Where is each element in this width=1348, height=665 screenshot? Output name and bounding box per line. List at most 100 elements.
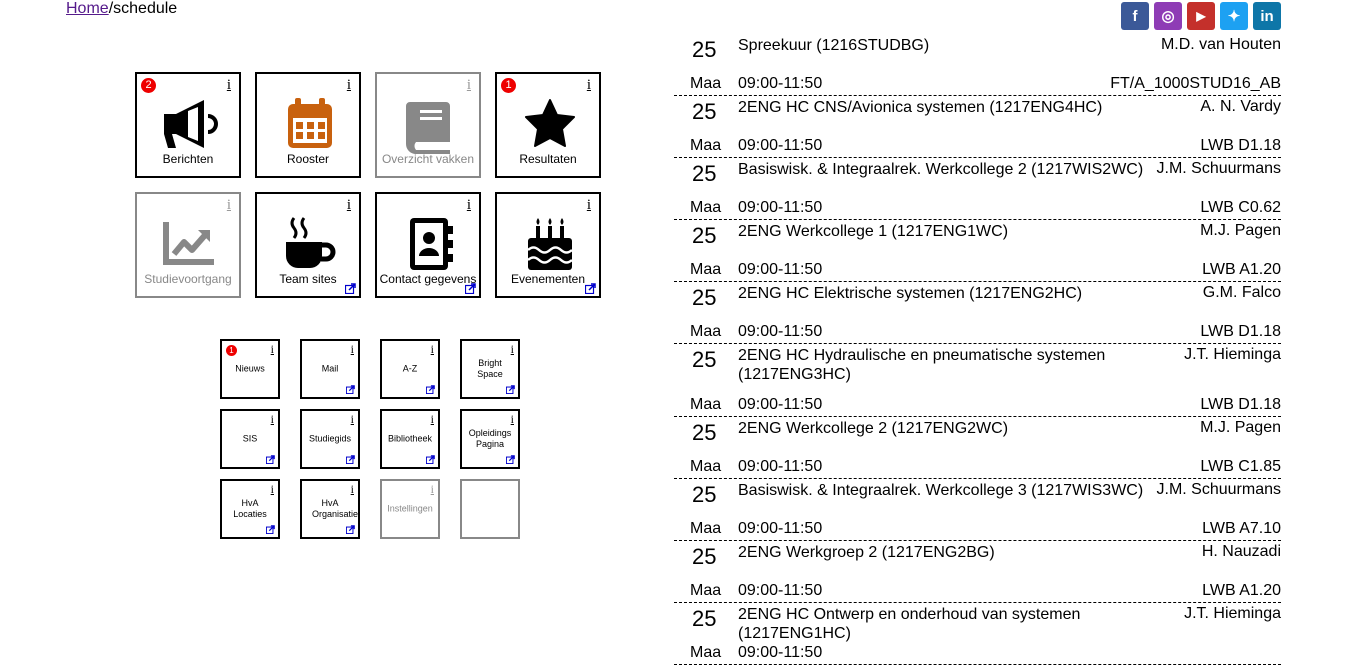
schedule-time: 09:00-11:50 — [738, 261, 823, 278]
tile-label: Resultaten — [519, 152, 577, 166]
instagram-icon[interactable]: ◎ — [1154, 2, 1182, 30]
schedule-item[interactable]: 25 Maa 2ENG Werkcollege 2 (1217ENG2WC) M… — [674, 417, 1281, 479]
info-link[interactable]: i — [350, 482, 354, 496]
schedule-teacher: G.M. Falco — [1202, 284, 1281, 301]
schedule-month: Maa — [690, 458, 722, 475]
tile-label: Rooster — [286, 152, 330, 166]
schedule-teacher: A. N. Vardy — [1200, 98, 1281, 115]
info-link[interactable]: i — [510, 412, 514, 426]
tile-label: Studievoortgang — [144, 272, 232, 286]
info-link[interactable]: i — [466, 77, 471, 93]
info-link[interactable]: i — [430, 412, 434, 426]
tile-studievoortgang[interactable]: i Studievoortgang — [135, 192, 241, 298]
tile-rooster[interactable]: i Rooster — [255, 72, 361, 178]
tile-label: Nieuws — [235, 363, 265, 374]
tile-evenementen[interactable]: i Evenementen — [495, 192, 601, 298]
schedule-day: 25 — [692, 347, 717, 372]
info-link[interactable]: i — [270, 342, 274, 356]
tile-hva-organisatie[interactable]: i HvA Organisatie — [300, 479, 360, 539]
schedule-title: 2ENG HC CNS/Avionica systemen (1217ENG4H… — [738, 99, 1103, 116]
external-link-icon — [346, 525, 355, 534]
tile-label: Bright Space — [477, 358, 503, 379]
twitter-icon[interactable]: ✦ — [1220, 2, 1248, 30]
tile-label: Studiegids — [308, 433, 352, 444]
external-link-icon — [585, 283, 596, 294]
schedule-time: 09:00-11:50 — [738, 199, 823, 216]
info-link[interactable]: i — [270, 482, 274, 496]
tile-opleidings-pagina[interactable]: i Opleidings Pagina — [460, 409, 520, 469]
info-link[interactable]: i — [350, 342, 354, 356]
info-link[interactable]: i — [466, 197, 471, 213]
schedule-teacher: M.J. Pagen — [1200, 222, 1281, 239]
schedule-item[interactable]: 25 Maa Basiswisk. & Integraalrek. Werkco… — [674, 158, 1281, 220]
schedule-location: LWB C1.85 — [1200, 458, 1281, 475]
megaphone-icon — [164, 100, 218, 148]
tile-nieuws[interactable]: 1 i Nieuws — [220, 339, 280, 399]
notification-badge: 2 — [141, 78, 156, 93]
schedule-day: 25 — [692, 285, 717, 310]
schedule-time: 09:00-11:50 — [738, 137, 823, 154]
schedule-day: 25 — [692, 606, 717, 631]
info-link[interactable]: i — [510, 342, 514, 356]
schedule-time: 09:00-11:50 — [738, 75, 823, 92]
contact-book-icon — [410, 218, 453, 270]
facebook-icon[interactable]: f — [1121, 2, 1149, 30]
linkedin-icon[interactable]: in — [1253, 2, 1281, 30]
schedule-title: 2ENG HC Hydraulische en pneumatische sys… — [738, 347, 1106, 383]
breadcrumb-home-link[interactable]: Home — [66, 0, 109, 17]
tile-contact-gegevens[interactable]: i Contact gegevens — [375, 192, 481, 298]
schedule-item[interactable]: 25 Maa Basiswisk. & Integraalrek. Werkco… — [674, 479, 1281, 541]
tile-instellingen[interactable]: i Instellingen — [380, 479, 440, 539]
schedule-item[interactable]: 25 Maa 2ENG HC Ontwerp en onderhoud van … — [674, 603, 1281, 665]
schedule-day: 25 — [692, 161, 717, 186]
schedule-time: 09:00-11:50 — [738, 396, 823, 413]
schedule-item[interactable]: 25 Maa 2ENG Werkcollege 1 (1217ENG1WC) M… — [674, 220, 1281, 282]
tile-studiegids[interactable]: i Studiegids — [300, 409, 360, 469]
info-link[interactable]: i — [430, 482, 434, 496]
info-link[interactable]: i — [350, 412, 354, 426]
tile-a-z[interactable]: i A-Z — [380, 339, 440, 399]
schedule-item[interactable]: 25 Maa 2ENG Werkgroep 2 (1217ENG2BG) H. … — [674, 541, 1281, 603]
schedule-month: Maa — [690, 199, 722, 216]
schedule-item[interactable]: 25 Maa 2ENG HC Hydraulische en pneumatis… — [674, 344, 1281, 417]
schedule-day: 25 — [692, 482, 717, 507]
tile-label: Overzicht vakken — [381, 152, 475, 166]
schedule-title: 2ENG HC Ontwerp en onderhoud van systeme… — [738, 606, 1081, 642]
tile-overzicht-vakken[interactable]: i Overzicht vakken — [375, 72, 481, 178]
schedule-item[interactable]: 25 Maa 2ENG HC Elektrische systemen (121… — [674, 282, 1281, 344]
schedule-day: 25 — [692, 37, 717, 62]
info-link[interactable]: i — [346, 197, 351, 213]
schedule-location: LWB A7.10 — [1202, 520, 1281, 537]
schedule-item[interactable]: 25 Maa 2ENG HC CNS/Avionica systemen (12… — [674, 96, 1281, 158]
info-link[interactable]: i — [586, 197, 591, 213]
schedule-time: 09:00-11:50 — [738, 644, 823, 661]
tile-label: Bibliotheek — [387, 433, 433, 444]
info-link[interactable]: i — [586, 77, 591, 93]
tile-hva-locaties[interactable]: i HvA Locaties — [220, 479, 280, 539]
schedule-item[interactable]: 25 Maa Spreekuur (1216STUDBG) M.D. van H… — [674, 34, 1281, 96]
schedule-time: 09:00-11:50 — [738, 458, 823, 475]
schedule-month: Maa — [690, 137, 722, 154]
tile-berichten[interactable]: 2 i Berichten — [135, 72, 241, 178]
tile-bibliotheek[interactable]: i Bibliotheek — [380, 409, 440, 469]
notification-badge: 1 — [501, 78, 516, 93]
info-link[interactable]: i — [346, 77, 351, 93]
youtube-icon[interactable]: ▶ — [1187, 2, 1215, 30]
schedule-teacher: J.M. Schuurmans — [1156, 160, 1281, 177]
schedule-title: 2ENG Werkcollege 2 (1217ENG2WC) — [738, 420, 1009, 437]
tile-bright-space[interactable]: i Bright Space — [460, 339, 520, 399]
info-link[interactable]: i — [226, 77, 231, 93]
tile-team-sites[interactable]: i Team sites — [255, 192, 361, 298]
social-links: f ◎ ▶ ✦ in — [1121, 2, 1281, 30]
info-link[interactable]: i — [270, 412, 274, 426]
schedule-location: LWB C0.62 — [1200, 199, 1281, 216]
tile-label: Berichten — [162, 152, 214, 166]
external-link-icon — [266, 455, 275, 464]
tile-label: Opleidings Pagina — [468, 428, 512, 449]
info-link[interactable]: i — [226, 197, 231, 213]
external-link-icon — [346, 385, 355, 394]
tile-resultaten[interactable]: 1 i Resultaten — [495, 72, 601, 178]
tile-mail[interactable]: i Mail — [300, 339, 360, 399]
tile-sis[interactable]: i SIS — [220, 409, 280, 469]
info-link[interactable]: i — [430, 342, 434, 356]
